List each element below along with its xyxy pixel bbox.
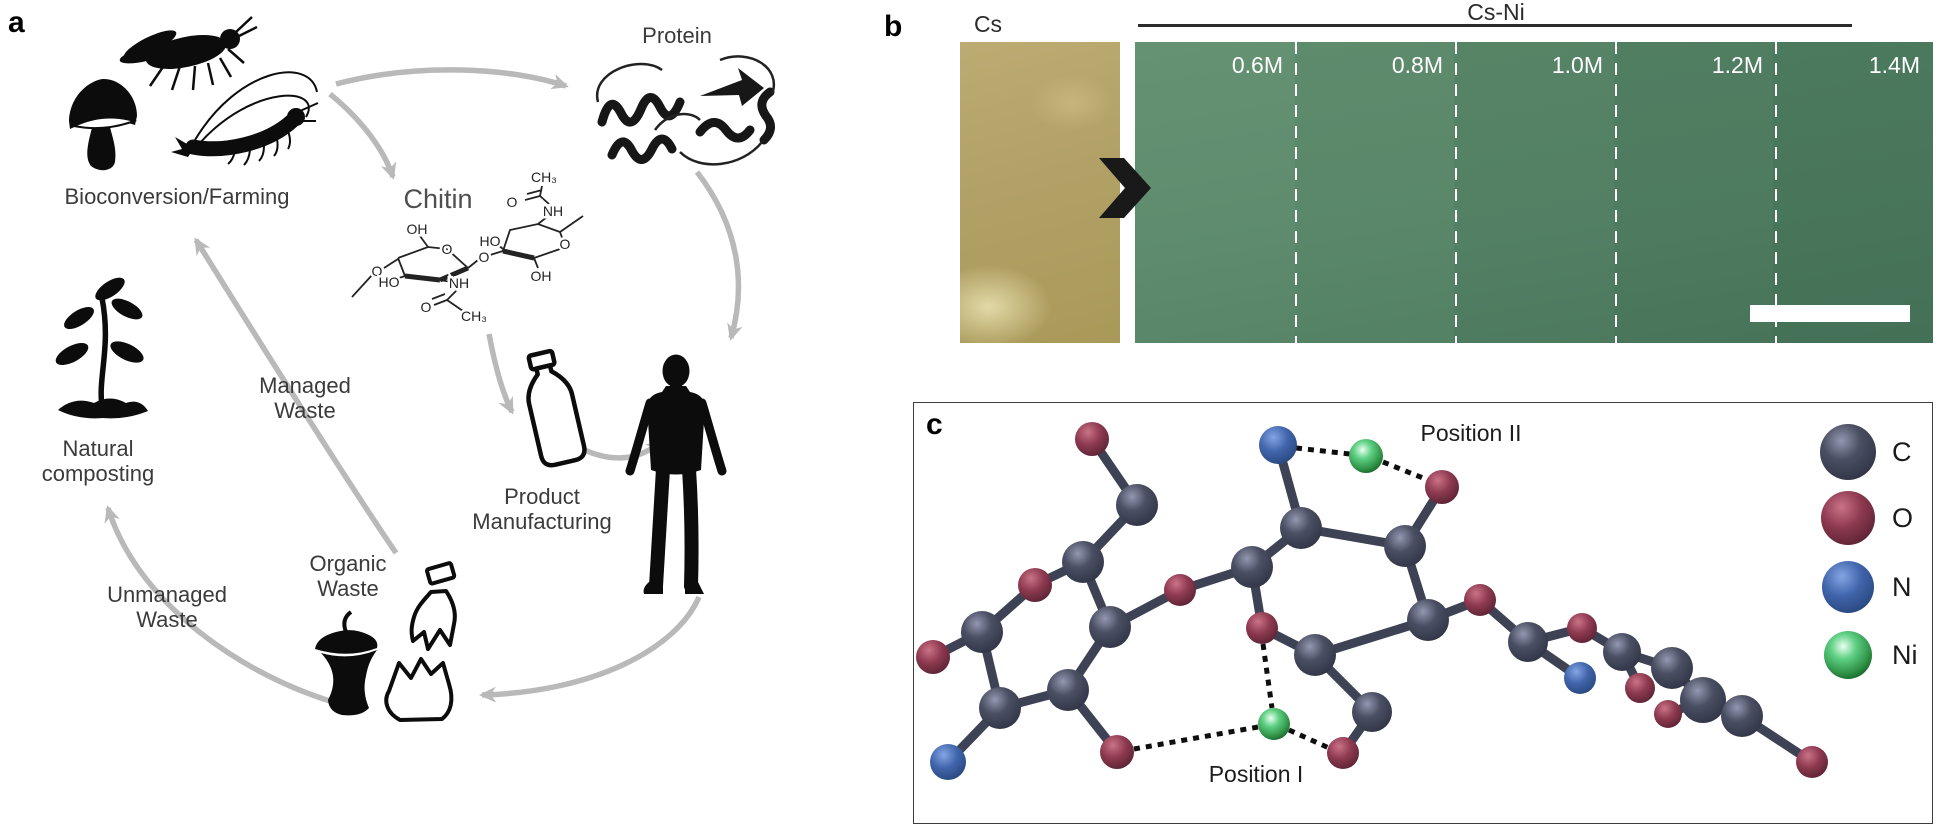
legend-nickel-label: Ni (1892, 640, 1918, 670)
film-section-1.4M (1773, 42, 1933, 343)
arrow-unmanaged-waste (104, 505, 334, 705)
chem-label: O (442, 241, 453, 257)
legend-oxygen-sphere (1821, 491, 1875, 545)
concentration-label: 1.2M (1711, 52, 1763, 78)
natural-composting-label: Natural composting (41, 436, 155, 486)
concentration-label: 1.4M (1868, 52, 1920, 78)
cs-ni-film-photo (1135, 42, 1933, 343)
apple-core-icon (315, 610, 378, 716)
chem-label: O (560, 236, 571, 252)
arrow-human-to-waste (479, 595, 702, 703)
coordination-bonds (1133, 445, 1429, 752)
molecule-model: Position II Position I C O N Ni (916, 420, 1918, 787)
label-line: Manufacturing (472, 508, 612, 534)
legend-nitrogen-label: N (1892, 572, 1912, 602)
torn-bottle-icon (409, 561, 457, 651)
arrow-protein-to-human (694, 170, 743, 341)
label-line: Product (504, 484, 580, 509)
label-line: Natural (62, 436, 134, 461)
legend-nickel-sphere (1824, 631, 1872, 679)
film-divider (1455, 42, 1457, 343)
label-line: Waste (136, 606, 198, 632)
cycle-arrows (104, 67, 743, 705)
product-manufacturing-label: Product Manufacturing (472, 484, 612, 534)
plant-icon (55, 277, 148, 419)
film-divider (1775, 42, 1777, 343)
unmanaged-waste-label: Unmanaged Waste (107, 582, 227, 632)
mushroom-icon (69, 79, 138, 171)
chem-label: O (479, 249, 490, 265)
arrow-farming-to-protein (335, 67, 569, 90)
scale-bar (1750, 305, 1910, 322)
chem-label: O (421, 299, 432, 315)
nickel-position-2 (1349, 439, 1383, 473)
film-divider (1295, 42, 1297, 343)
transform-chevron-icon (1099, 158, 1151, 218)
legend-nitrogen-sphere (1822, 561, 1874, 613)
position-ii-label: Position II (1421, 420, 1522, 446)
label-line: composting (41, 460, 155, 486)
arrow-managed-waste (193, 237, 399, 555)
concentration-label: 0.6M (1231, 52, 1283, 78)
arrow-product-to-human (580, 439, 664, 461)
film-divider (1615, 42, 1617, 343)
film-section-0.8M (1294, 42, 1455, 343)
film-section-1.2M (1613, 42, 1774, 343)
arrow-farming-to-chitin (328, 91, 397, 180)
torn-piece-icon (384, 657, 454, 722)
legend-oxygen-label: O (1892, 503, 1913, 533)
concentration-label: 0.8M (1391, 52, 1443, 78)
panel-c-label: c (926, 408, 943, 441)
label-line: Waste (274, 397, 336, 423)
chem-label: NH (543, 203, 563, 219)
nickel-position-1 (1258, 708, 1290, 740)
organic-waste-label: Organic Waste (309, 551, 387, 601)
label-line: Unmanaged (107, 582, 227, 607)
film-section-1.0M (1454, 42, 1614, 343)
label-line: Organic (309, 551, 387, 576)
chem-label: OH (531, 268, 552, 284)
chem-label: CH₃ (531, 169, 557, 185)
managed-waste-label: Managed Waste (259, 373, 351, 423)
chem-label: HO (379, 274, 400, 290)
chem-label: O (507, 194, 518, 210)
human-icon (625, 354, 727, 594)
cs-ni-label: Cs-Ni (1467, 0, 1525, 25)
legend-carbon-sphere (1820, 424, 1876, 480)
chitin-label: Chitin (403, 184, 473, 214)
label-line: Waste (317, 575, 379, 601)
position-i-label: Position I (1209, 761, 1304, 787)
protein-ribbon-icon (595, 55, 776, 166)
chem-label: OH (407, 221, 428, 237)
panel-b-label: b (884, 10, 903, 43)
atom-legend: C O N Ni (1820, 424, 1918, 679)
bottle-icon (526, 348, 587, 468)
chem-label: O (372, 263, 383, 279)
protein-label: Protein (642, 23, 712, 48)
nitrogen-position-2 (1259, 426, 1297, 464)
shrimp-icon (171, 71, 319, 166)
molecule-atoms (916, 422, 1828, 780)
cs-film-label: Cs (973, 11, 1003, 37)
concentration-label: 1.0M (1551, 52, 1603, 78)
fly-icon (119, 16, 258, 91)
cs-film-photo (960, 42, 1120, 343)
arrow-chitin-to-product (486, 333, 515, 415)
label-line: Managed (259, 373, 351, 398)
cs-ni-bracket-line (1138, 24, 1852, 27)
bioconversion-label: Bioconversion/Farming (64, 184, 290, 209)
panel-a-graphics: OH O O HO NH O CH₃ O HO CH₃ O NH O OH (55, 16, 776, 722)
chitin-structure: OH O O HO NH O CH₃ O HO CH₃ O NH O OH (351, 167, 584, 327)
legend-carbon-label: C (1892, 437, 1912, 467)
chem-label: NH (449, 275, 469, 291)
chem-label: CH₃ (461, 308, 487, 324)
chem-label: HO (480, 233, 501, 249)
panel-a-label: a (8, 6, 25, 39)
film-section-0.6M (1135, 42, 1295, 343)
